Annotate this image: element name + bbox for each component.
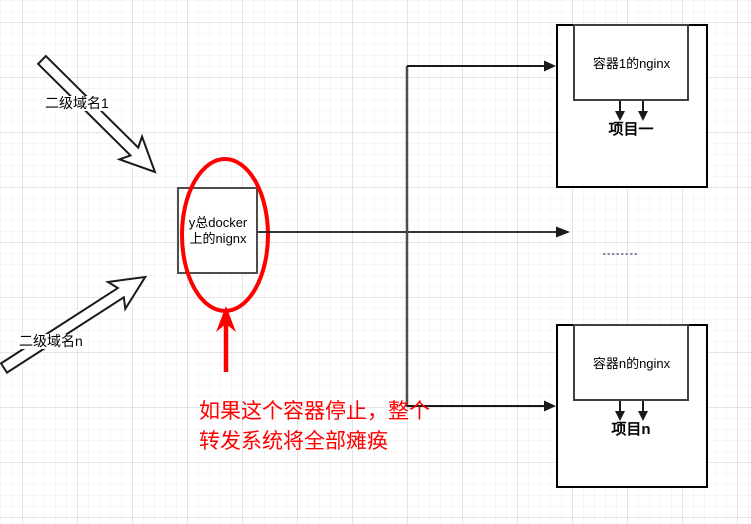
annotation-text-line1: 如果这个容器停止，整个 xyxy=(199,400,430,423)
container1-project-label[interactable]: 项目一 xyxy=(608,121,654,138)
annotation-arrowhead-icon xyxy=(216,306,236,332)
gateway-label[interactable]: y总docker 上的nignx xyxy=(179,188,257,273)
container1-project-arrows[interactable] xyxy=(615,101,648,121)
containerN-arrow-right-head-icon xyxy=(638,411,648,421)
gateway-label-line1: y总docker xyxy=(188,214,248,230)
branch-bottom-arrowhead-icon xyxy=(544,400,556,412)
container1-arrow-left-head-icon xyxy=(615,111,625,121)
gateway-box[interactable] xyxy=(177,187,258,274)
containerN-arrow-left-head-icon xyxy=(615,411,625,421)
container1-nginx-box[interactable] xyxy=(573,24,689,101)
annotation-text[interactable]: 如果这个容器停止，整个 转发系统将全部瘫痪 xyxy=(199,397,430,457)
more-containers-ellipsis-dashes xyxy=(603,253,639,255)
domainN-label[interactable]: 二级域名n xyxy=(17,333,85,349)
domainN-block-arrow[interactable] xyxy=(0,264,154,382)
branch-bottom-connector[interactable] xyxy=(407,400,556,412)
containerN-project-arrows[interactable] xyxy=(615,401,648,421)
gateway-middle-connector-arrowhead-icon xyxy=(556,226,570,238)
domain1-block-arrow-shape xyxy=(36,54,157,174)
containerN-project-label[interactable]: 项目n xyxy=(611,421,651,438)
annotation-arrow[interactable] xyxy=(216,306,236,372)
gateway-label-line2: 上的nignx xyxy=(189,230,247,246)
containerN-nginx-box[interactable] xyxy=(573,324,689,401)
branch-top-connector[interactable] xyxy=(407,60,556,72)
domain1-block-arrow[interactable] xyxy=(31,49,166,184)
gateway-middle-connector[interactable] xyxy=(258,226,570,238)
container1-nginx-label[interactable]: 容器1的nginx xyxy=(592,56,671,71)
containerN-nginx-label[interactable]: 容器n的nginx xyxy=(592,356,671,371)
branch-top-arrowhead-icon xyxy=(544,60,556,72)
domainN-block-arrow-shape xyxy=(0,275,148,375)
domain1-label[interactable]: 二级域名1 xyxy=(43,95,111,111)
annotation-text-line2: 转发系统将全部瘫痪 xyxy=(199,430,388,453)
container1-arrow-right-head-icon xyxy=(638,111,648,121)
